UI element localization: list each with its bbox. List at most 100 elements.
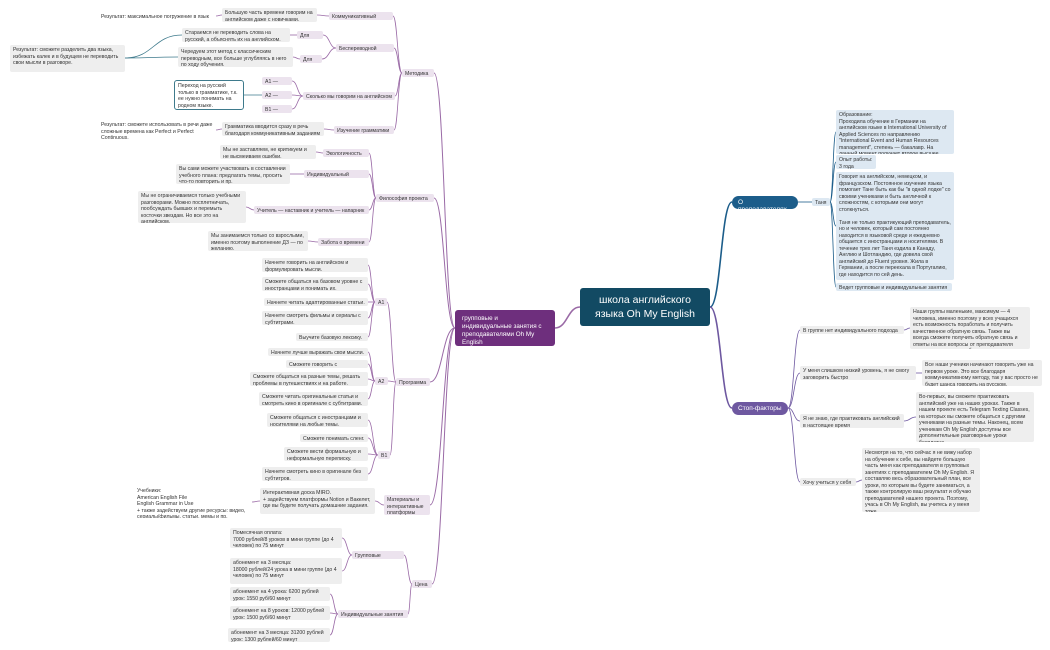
connector-line [403,554,413,585]
node-group-price1[interactable]: Помесячная оплата: 7000 рублей/8 уроков … [230,528,342,548]
node-prog-a1-item5[interactable]: Выучите базовую лексику. [296,333,368,341]
connector-line [321,47,337,60]
node-stop1[interactable]: В группе нет индивидуального подхода [800,326,904,334]
node-stop3-desc[interactable]: Во-первых, вы сможете практиковать англи… [916,392,1034,442]
node-stop4-desc[interactable]: Несмотря на то, что сейчас я не вижу наб… [862,448,980,512]
node-grammar[interactable]: Изучение грамматики [334,126,394,134]
connector-line [368,197,377,211]
node-prog-b1-item3[interactable]: Сможете вести формальную и неформальную … [284,447,368,461]
node-indiv-price3[interactable]: абонемент на 3 месяца: 31200 рублей урок… [228,628,330,642]
node-program[interactable]: Программа [396,378,430,386]
node-speak[interactable]: Сколько мы говорим на английском [303,92,395,100]
connector-line [903,327,911,331]
node-tanya[interactable]: Таня [812,198,830,206]
node-prog-a2-item3[interactable]: Сможете общаться на разные темы, решать … [250,372,368,386]
connector-line [367,419,379,456]
connector-line [855,479,863,483]
node-indiv-price2[interactable]: абонемент на 8 уроков: 12000 рублей урок… [230,606,330,620]
node-stop1-desc[interactable]: Наши группы маленькие, максимум — 4 чело… [910,307,1030,349]
node-notrans-method[interactable]: Беспереводной метод [336,44,394,52]
node-group-price2[interactable]: абонемент на 3 месяца: 18000 рублей/24 у… [230,558,342,584]
node-prog-b1-item1[interactable]: Сможете общаться с иностранцами и носите… [267,413,368,427]
node-price[interactable]: Цена [412,580,432,588]
node-prog-a2-item4[interactable]: Сможете читать оригинальные статьи и смо… [259,392,368,406]
node-indiv-price[interactable]: Индивидуальные занятия [338,610,408,618]
node-grammar-result[interactable]: Результат: сможете использовать в речи д… [101,122,213,140]
connector-line [367,453,379,456]
node-prog-a1[interactable]: A1 [375,298,387,306]
node-group-price[interactable]: Групповые занятия [352,551,404,559]
node-prog-a2[interactable]: A2 [375,377,388,385]
node-indiv-price1[interactable]: абонемент на 4 урока: 6200 рублей урок: … [230,587,330,601]
node-lvl-b1[interactable]: B1 — 98% [262,105,292,113]
node-teacher-langs[interactable]: Говорит на английском, немецком, и франц… [836,172,954,280]
node-eco[interactable]: Экологичность [323,149,369,157]
node-prog-a2-item1[interactable]: Начнете лучше выражать свои мысли. [268,348,368,356]
node-materials-board[interactable]: Интерактивная доска MIRO. + задействуем … [260,488,375,514]
node-lvl-a1[interactable]: A1 — 80% [262,77,292,85]
node-materials-books[interactable]: Учебники: American English File English … [137,488,246,518]
connector-line [329,613,339,636]
node-prog-a1-item2[interactable]: Сможете общаться на базовом уровне с ино… [262,277,368,291]
connector-line [367,363,376,382]
node-prog-a1-item3[interactable]: Начнете читать адаптированные статьи. [264,298,368,306]
node-comm-desc[interactable]: Большую часть времени говорим на английс… [222,8,317,22]
connector-line [316,14,330,17]
connector-line [124,56,179,59]
branch-classes[interactable]: групповые и индивидуальные занятия с пре… [455,310,555,346]
branch-teachers[interactable]: О преподавателях [732,196,798,213]
node-stop2[interactable]: У меня слишком низкий уровень, я не смог… [800,366,916,380]
node-materials[interactable]: Материалы и интерактивные платформы [384,495,430,515]
node-a1[interactable]: Для A1 [300,55,322,63]
connector-line [393,72,403,131]
node-prog-b1[interactable]: B1 [378,451,390,459]
node-care-desc[interactable]: Мы занимаемся только со взрослыми, именн… [208,231,308,251]
node-comm-result[interactable]: Результат: максимальное погружение в язы… [101,14,209,20]
node-mentor-desc[interactable]: Мы не ограничиваемся только учебными раз… [138,191,246,223]
connector-line [215,128,223,131]
node-teacher-edu[interactable]: Образование: Проходила обучение в Герман… [836,110,954,154]
connector-line [124,34,183,59]
node-lvl-a2[interactable]: A2 — 98% [262,91,292,99]
node-care[interactable]: Забота о времени [318,238,369,246]
connector-line [251,500,261,503]
node-a2b1-desc[interactable]: Стараемся не переводить слова на русский… [182,28,290,42]
connector-line [554,306,581,329]
connector-line [368,152,377,199]
node-stop3[interactable]: Я не знаю, где практиковать английский в… [800,414,904,428]
node-grammar-desc[interactable]: Грамматика вводится сразу в речь благода… [222,122,324,136]
branch-stop-factors[interactable]: Стоп-факторы [732,402,788,415]
node-stop2-desc[interactable]: Все наши ученики начинают говорить уже н… [922,360,1042,386]
connector-line [431,327,456,585]
node-prog-a1-item4[interactable]: Начнете смотреть фильмы и сериалы с субт… [262,311,368,325]
node-teacher-exp[interactable]: Опыт работы: 3 года [836,155,876,169]
connector-line [291,80,304,97]
node-indiv[interactable]: Индивидуальный подход [304,170,369,178]
connector-line [393,47,403,74]
connector-line [387,380,397,383]
connector-line [407,583,413,615]
node-philosophy[interactable]: Философия проекта [376,194,434,202]
node-method[interactable]: Методика [402,69,434,77]
connector-line [329,612,339,615]
root-topic[interactable]: школа английского языка Oh My English [580,288,710,326]
connector-line [215,14,223,17]
connector-line [433,197,456,329]
node-eco-desc[interactable]: Мы не заставляем, не критикуем и не высм… [220,145,316,159]
node-teacher-leads[interactable]: Ведет групповые и индивидуальные занятия [836,283,952,291]
connector-line [367,264,376,303]
node-comm-method[interactable]: Коммуникативный метод [329,12,393,20]
node-speak-note[interactable]: Переход на русский только в грамматике, … [174,80,244,110]
connector-line [368,173,377,199]
node-indiv-desc[interactable]: Вы сами можете участвовать в составлении… [176,164,290,184]
node-prog-b1-item4[interactable]: Начнете смотреть кино в оригинале без су… [262,467,368,481]
node-a2b1[interactable]: Для A2–B1 [297,31,323,39]
node-stop4[interactable]: Хочу учиться у себя [800,478,856,486]
node-prog-a2-item2[interactable]: Сможете говорить с иностранцами. [286,360,368,368]
node-notrans-result[interactable]: Результат: сможете разделить два языка, … [10,45,125,72]
node-a1-desc[interactable]: Чередуем этот метод с классическим перев… [178,47,293,67]
node-mentor[interactable]: Учитель — наставник и учитель — напарник [254,206,369,214]
node-prog-a1-item1[interactable]: Начнете говорить на английском и формули… [262,258,368,272]
node-prog-b1-item2[interactable]: Сможете понимать сленг. [300,434,368,442]
